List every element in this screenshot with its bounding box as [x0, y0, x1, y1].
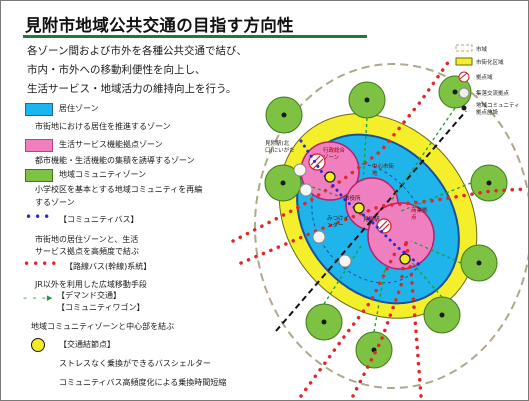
city-boundary [254, 63, 528, 389]
hub-swatch [25, 139, 53, 152]
map-legend-city: 市域 [476, 47, 488, 53]
map-label-hub-a: 行政総合ゾーン [323, 148, 346, 161]
map-label-station: 見附駅 [363, 217, 380, 223]
demand-desc: 地域コミュニティゾーンと中心部を結ぶ [31, 322, 175, 331]
residential-swatch [25, 103, 53, 116]
route-bus-lines [231, 59, 528, 398]
map-legend-school: 集落交流拠点 [476, 91, 510, 97]
intro-line-3: 生活サービス・地域活力の維持向上を行う。 [27, 83, 237, 95]
map-label-center: 市役所 [344, 196, 361, 202]
transport-nodes [324, 171, 411, 265]
residential-label: 居住ゾーン [59, 104, 99, 113]
map-label-east: 商業拠点 [411, 208, 428, 221]
community-bus-label: 【コミュニティバス】 [59, 215, 139, 224]
community-label: 地域コミュニティゾーン [59, 170, 147, 179]
community-bus-dots-icon: ••• [25, 210, 53, 224]
hub-label: 生活サービス機能拠点ゾーン [59, 140, 163, 149]
map-label-hub-b: 中心市街地 [372, 164, 395, 177]
demand-arrow-icon: - - -▸ [23, 291, 54, 304]
route-bus-label: 【路線バス(幹線)系統】 [65, 262, 152, 271]
hub-desc: 都市機能・生活機能の集積を誘導するゾーン [35, 156, 195, 165]
node-desc-1: ストレスなく乗換ができるバスシェルター [59, 359, 211, 368]
intro-line-1: 各ゾーン間および市外を各種公共交通で結び、 [27, 45, 247, 57]
node-circle-icon [31, 338, 45, 352]
map-legend-urban: 市街化区域 [476, 60, 504, 66]
intro-line-2: 市内・市外への移動利便性を向上し、 [27, 64, 206, 76]
node-label: 【交通結節点】 [59, 340, 115, 349]
community-bus-desc-1: 市街地の居住ゾーンと、生活 [35, 235, 139, 244]
community-desc-1: 小学校区を基本とする地域コミュニティを再編 [35, 185, 203, 194]
title-underline [23, 35, 367, 38]
map-label-west-station: 見附駅(北口)にいがた [265, 141, 295, 154]
railway-line [275, 110, 467, 332]
page-title: 見附市地域公共交通の目指す方向性 [25, 16, 294, 35]
map-legend-community-hub: 地域コミュニティ拠点施設 [476, 103, 520, 116]
route-bus-desc: JR以外を利用した広域移動手段 [35, 280, 147, 289]
residential-desc: 市街地における居住を推進するゾーン [35, 122, 171, 131]
demand-label-1: 【デマンド交通】 [57, 291, 121, 300]
settlement-nodes [293, 163, 352, 268]
map-legend [455, 44, 473, 111]
node-desc-2: コミュニティバス高頻度化による乗換時間短縮 [59, 378, 227, 387]
map-legend-hub: 拠点域 [476, 75, 493, 81]
map-label-south: みつけインター [327, 216, 350, 229]
community-bus-desc-2: サービス拠点を高頻度で結ぶ [35, 247, 139, 256]
community-desc-2: するゾーン [35, 198, 75, 207]
demand-label-2: 【コミュニティワゴン】 [57, 303, 145, 312]
route-bus-dots-icon: •••• [23, 257, 60, 271]
community-swatch [25, 169, 53, 182]
